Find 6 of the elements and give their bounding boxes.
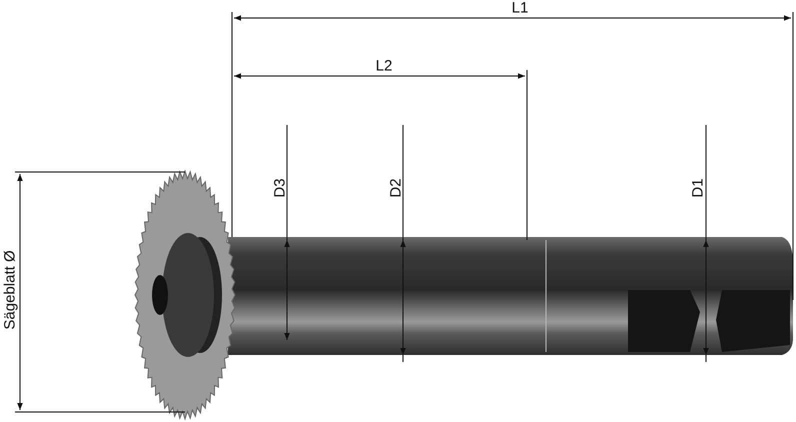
dimension-label: D2 [388, 178, 404, 198]
dimension-label: D1 [690, 178, 706, 198]
dimension-label: Sägeblatt Ø [2, 250, 18, 330]
dimension-label: L1 [512, 0, 528, 16]
dimension-label: D3 [272, 178, 288, 198]
dimension-label: L2 [376, 58, 392, 74]
